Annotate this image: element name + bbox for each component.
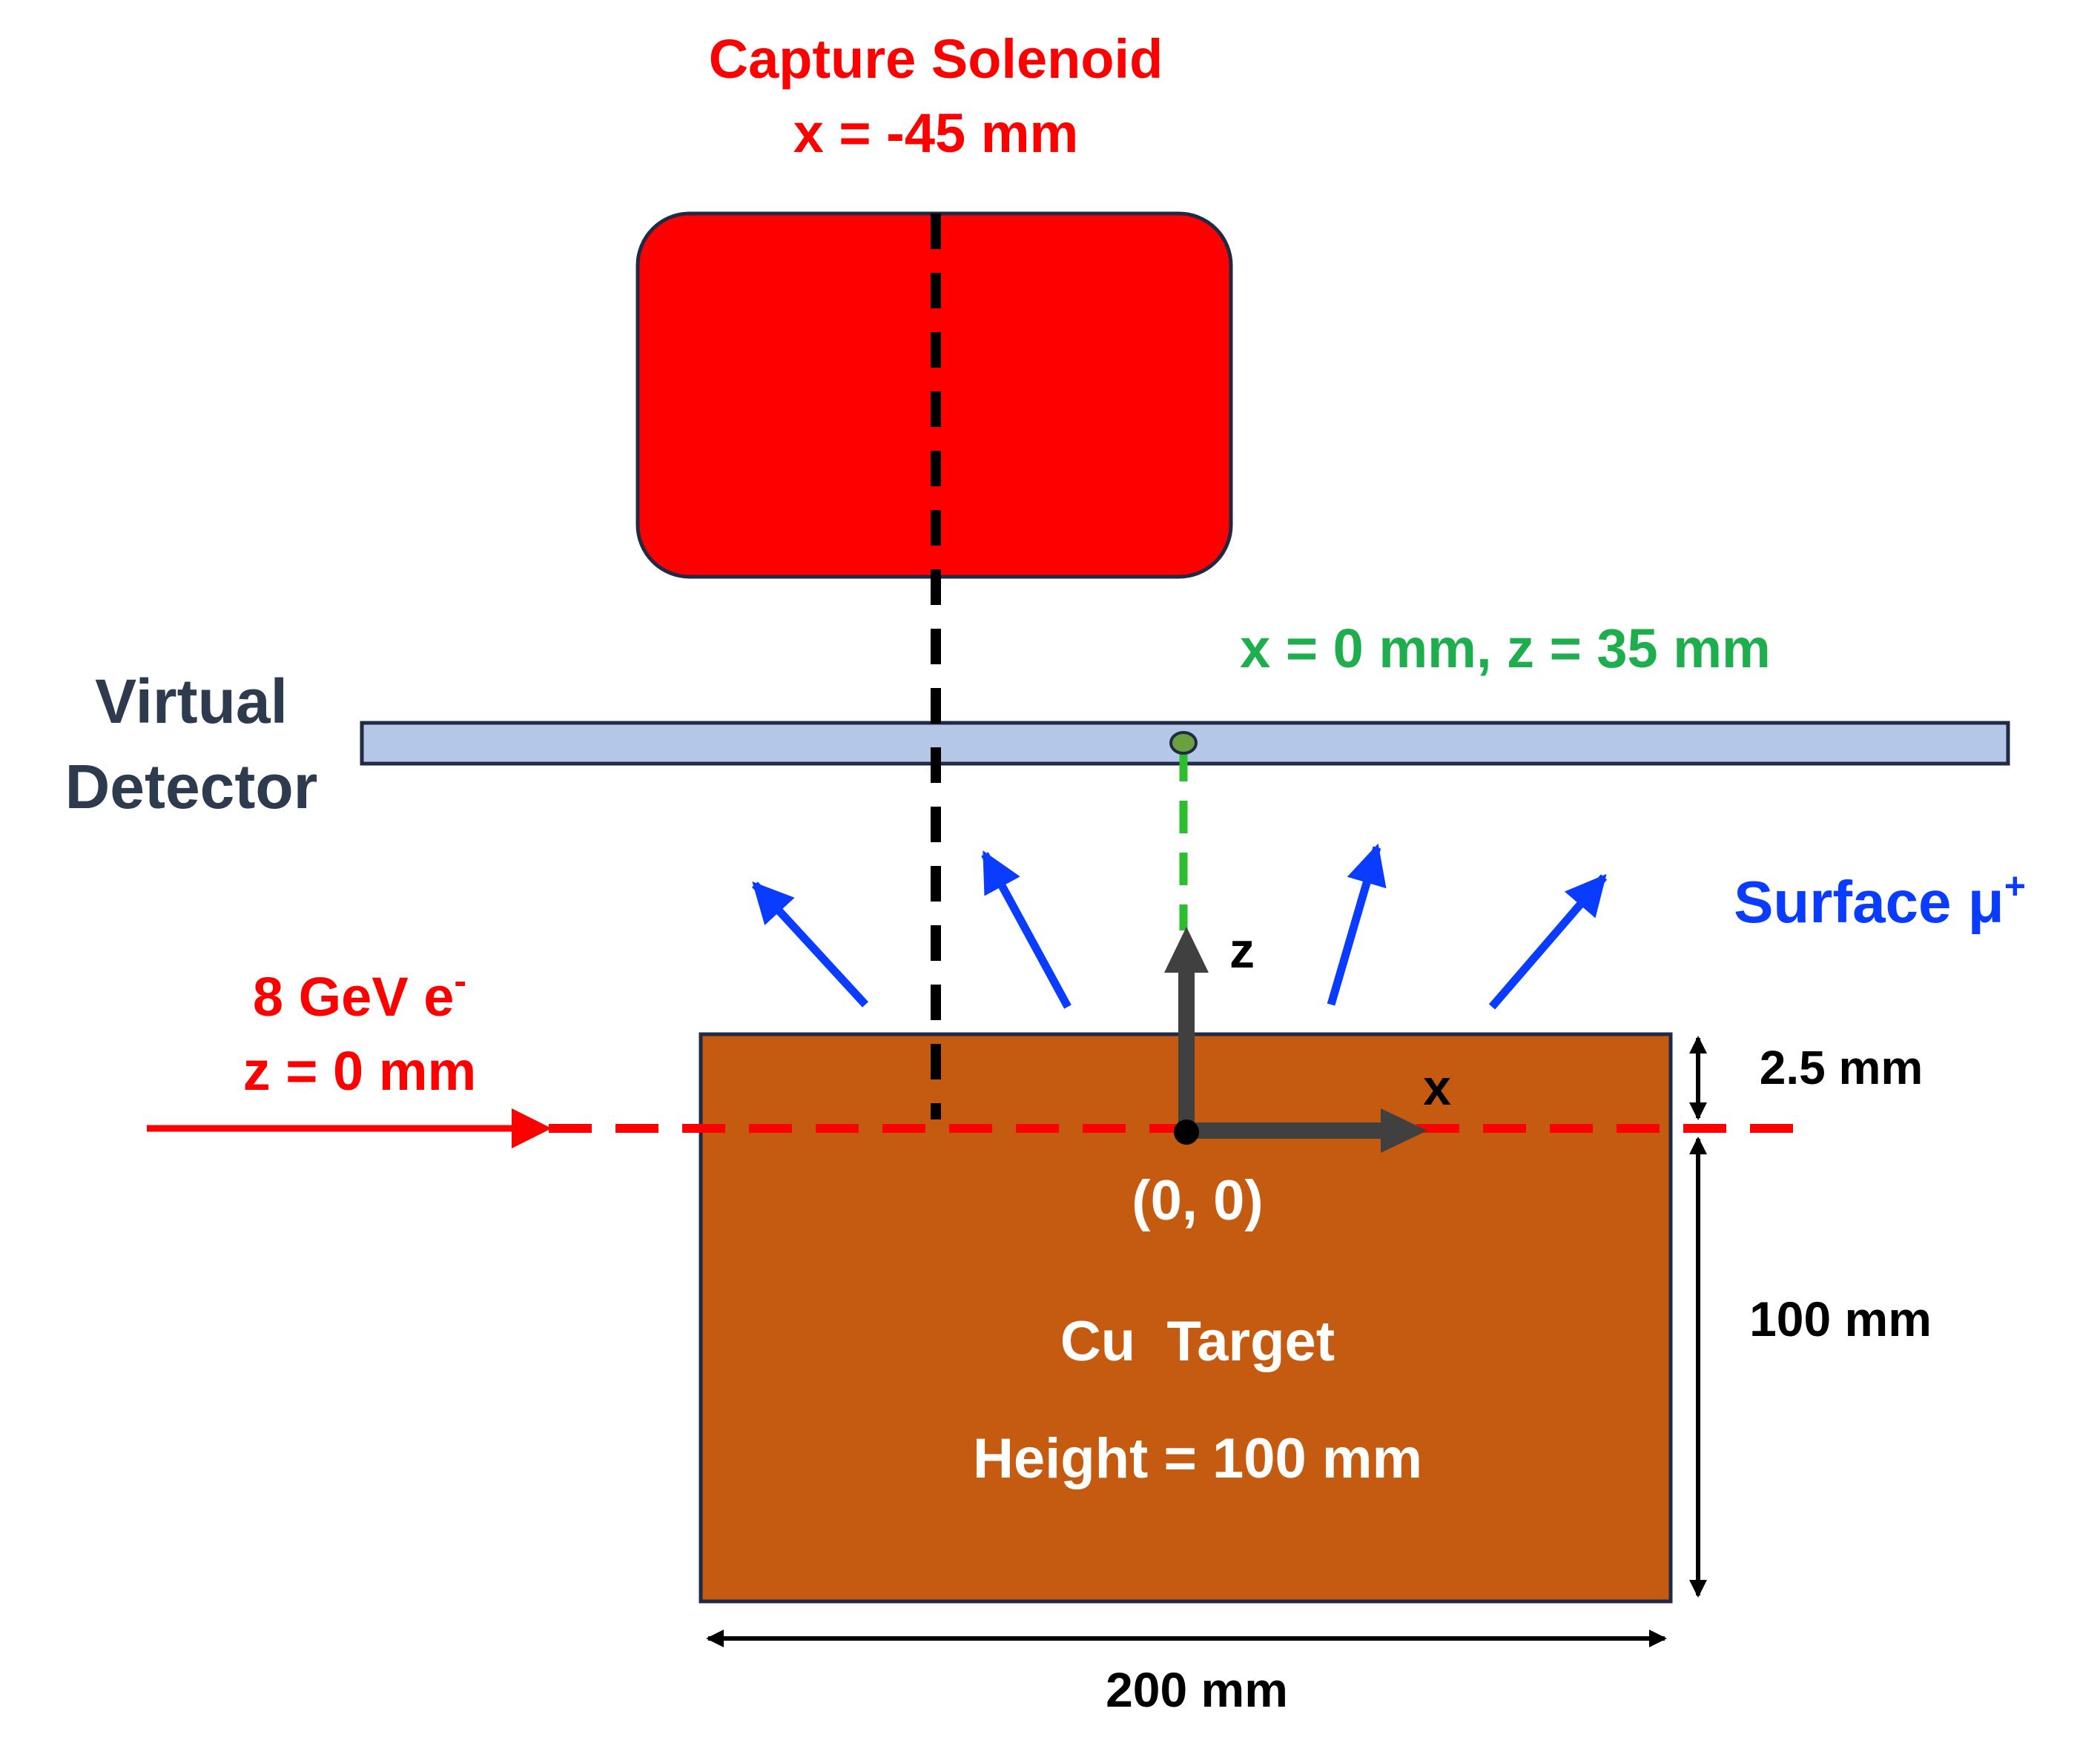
depth-dimension-label: 2.5 mm [1760,1041,1924,1094]
origin-label: (0, 0) [1132,1169,1263,1232]
detector-point-marker [1169,731,1198,755]
width-dimension-label: 200 mm [1106,1662,1288,1717]
height-dimension-label: 100 mm [1749,1291,1932,1346]
muon-arrow-1 [751,881,869,1008]
x-axis-label: x [1423,1059,1451,1116]
solenoid-title: Capture Solenoid [709,28,1163,90]
target-height-label: Height = 100 mm [973,1427,1422,1490]
beam-label-line2: z = 0 mm [243,1040,477,1102]
beam-label-superscript: - [454,960,466,1002]
muons-label-text: Surface μ [1734,869,2004,935]
detector-label-line2: Detector [65,752,318,821]
origin-point [1174,1119,1199,1145]
muons-label: Surface μ+ [1734,865,2026,935]
target-name: Cu Target [1060,1310,1335,1373]
z-axis-arrowhead [1164,927,1209,973]
beam-label-text: 8 GeV e [253,966,455,1028]
beam-label-line1: 8 GeV e- [253,960,466,1028]
detector-label-line1: Virtual [95,667,288,736]
detector-point-label: x = 0 mm, z = 35 mm [1240,618,1771,679]
z-axis-label: z [1229,922,1255,979]
muons-label-superscript: + [2004,865,2026,907]
solenoid-position: x = -45 mm [793,102,1079,164]
muon-arrow-2 [981,850,1072,1009]
x-axis-arrowhead [1381,1108,1427,1153]
muon-arrow-3 [1327,843,1387,1006]
muon-arrow-4 [1488,873,1608,1010]
